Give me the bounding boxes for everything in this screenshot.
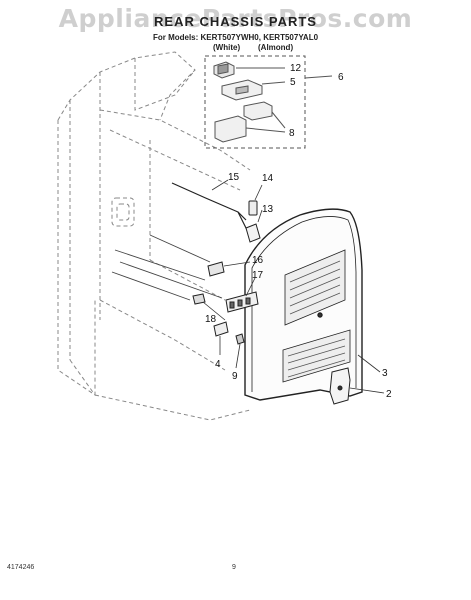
callout-12: 12 [290, 63, 302, 74]
rear-panel [244, 208, 363, 401]
callout-2: 2 [386, 389, 392, 400]
part-5-bracket [221, 79, 263, 101]
part-15-harness [171, 182, 253, 241]
callout-3: 3 [382, 368, 388, 379]
callout-15: 15 [228, 172, 240, 183]
part-12-bracket [213, 61, 235, 79]
rear-panel-vent-upper [284, 249, 346, 326]
watermark: AppliancePartsPros.com [58, 4, 413, 33]
part-17-terminal-block [225, 291, 259, 313]
leader-6 [304, 75, 333, 79]
callout-8: 8 [289, 128, 295, 139]
part-18-jumper [192, 293, 206, 305]
callout-17: 17 [252, 270, 264, 281]
part-16-block [207, 261, 225, 277]
column-label-white: (White) [213, 43, 241, 52]
part-14-connector [248, 200, 258, 216]
rear-panel-vent-lower [282, 329, 351, 383]
part-9-screw [235, 333, 245, 345]
column-label-almond: (Almond) [258, 43, 294, 52]
footer-part-number: 4174246 [7, 564, 35, 571]
callout-16: 16 [252, 255, 264, 266]
part-2-bracket [329, 367, 351, 405]
part-13-clip [245, 223, 261, 243]
leader-8b [245, 127, 286, 133]
callout-13: 13 [262, 204, 274, 215]
parts-box-outline [204, 55, 306, 149]
leader-lines [202, 179, 385, 394]
leader-5 [261, 81, 286, 85]
wire-leads [111, 234, 223, 301]
models-line: For Models: KERT507YWH0, KERT507YAL0 [152, 33, 319, 42]
callout-6: 6 [338, 72, 344, 83]
part-8-bracket-lower [214, 115, 247, 143]
footer-page-number: 9 [232, 564, 236, 571]
callout-5: 5 [290, 77, 296, 88]
cabinet-outline [57, 51, 251, 421]
callout-14: 14 [262, 173, 274, 184]
part-8-bracket-upper [243, 101, 273, 121]
callout-numbers: 12 5 6 8 15 14 13 16 17 18 4 9 3 2 [205, 63, 392, 400]
diagram-title: REAR CHASSIS PARTS [154, 14, 317, 29]
parts-box [204, 55, 333, 149]
callout-18: 18 [205, 314, 217, 325]
part-4-block [213, 321, 229, 337]
callout-4: 4 [215, 359, 221, 370]
callout-9: 9 [232, 371, 238, 382]
rear-panel-screw [317, 312, 323, 318]
leader-8a [271, 111, 286, 129]
